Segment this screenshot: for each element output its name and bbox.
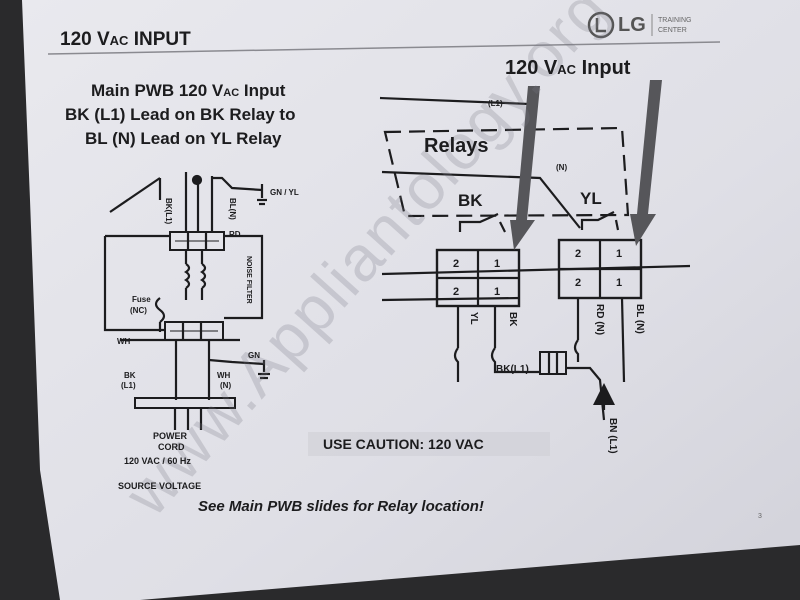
wire-label-rd-n: RD (N) bbox=[594, 304, 605, 336]
logo-caption-2: CENTER bbox=[658, 27, 687, 34]
caution-text: USE CAUTION: 120 VAC bbox=[323, 436, 484, 452]
left-schematic bbox=[103, 172, 270, 430]
label-gn: GN bbox=[248, 351, 260, 360]
heading-line-2: BK (L1) Lead on BK Relay to bbox=[65, 105, 296, 124]
header-rule bbox=[47, 41, 721, 55]
label-bk-relay: BK bbox=[458, 191, 483, 210]
heading-line-3: BL (N) Lead on YL Relay bbox=[85, 129, 282, 148]
lg-logo-text: LG bbox=[618, 14, 646, 36]
footer-note: See Main PWB slides for Relay location! bbox=[198, 498, 484, 515]
label-bn-l1: BN (L1) bbox=[607, 418, 618, 454]
label-n-input: (N) bbox=[556, 163, 568, 172]
bk-relay-cell: 2 bbox=[453, 258, 460, 270]
yl-relay-cell: 2 bbox=[575, 277, 582, 289]
yl-relay-cell: 2 bbox=[575, 248, 582, 260]
input-label: 120 VAC Input bbox=[505, 57, 631, 79]
right-schematic bbox=[379, 96, 691, 421]
label-power: POWER bbox=[153, 431, 188, 441]
bk-relay-cell: 2 bbox=[453, 286, 460, 298]
bk-relay-cell: 1 bbox=[494, 286, 501, 298]
wire-label-bl-n: BL (N) bbox=[634, 304, 645, 334]
label-wh: WH bbox=[217, 371, 231, 380]
lg-logo-mark bbox=[587, 11, 615, 39]
input-arrows bbox=[510, 80, 662, 250]
page-title: 120 VAC INPUT bbox=[60, 29, 191, 50]
caution-band bbox=[308, 432, 550, 456]
label-cord: CORD bbox=[158, 442, 185, 452]
label-yl-relay: YL bbox=[580, 189, 602, 208]
label-relays: Relays bbox=[424, 135, 489, 157]
label-l1: (L1) bbox=[121, 381, 136, 390]
label-bl-n-vertical: BL(N) bbox=[228, 198, 237, 220]
label-rating: 120 VAC / 60 Hz bbox=[124, 456, 191, 466]
label-rd: RD bbox=[229, 230, 241, 239]
yl-relay-cell: 1 bbox=[616, 277, 623, 289]
bk-relay-cell: 1 bbox=[494, 258, 501, 270]
label-bk-l1-bottom: BK(L1) bbox=[496, 364, 529, 375]
heading-line-1: Main PWB 120 VAC Input bbox=[91, 81, 286, 100]
wire-label-bk: BK bbox=[507, 312, 518, 327]
yl-relay-cell: 1 bbox=[616, 248, 623, 260]
label-bk: BK bbox=[124, 371, 136, 380]
label-source-voltage: SOURCE VOLTAGE bbox=[118, 481, 202, 491]
label-wh-left: WH bbox=[117, 337, 131, 346]
label-gn-yl: GN / YL bbox=[270, 188, 299, 197]
label-l1-input: (L1) bbox=[488, 99, 503, 108]
label-noise-filter: NOISE FILTER bbox=[245, 256, 252, 304]
label-fuse: Fuse bbox=[132, 295, 151, 304]
page-number: 3 bbox=[758, 513, 762, 520]
logo-caption-1: TRAINING bbox=[658, 17, 692, 24]
label-fuse-note: (NC) bbox=[130, 306, 147, 315]
label-bk-l1-vertical: BK(L1) bbox=[164, 198, 173, 225]
wire-label-yl: YL bbox=[468, 312, 479, 325]
label-n: (N) bbox=[220, 381, 232, 390]
